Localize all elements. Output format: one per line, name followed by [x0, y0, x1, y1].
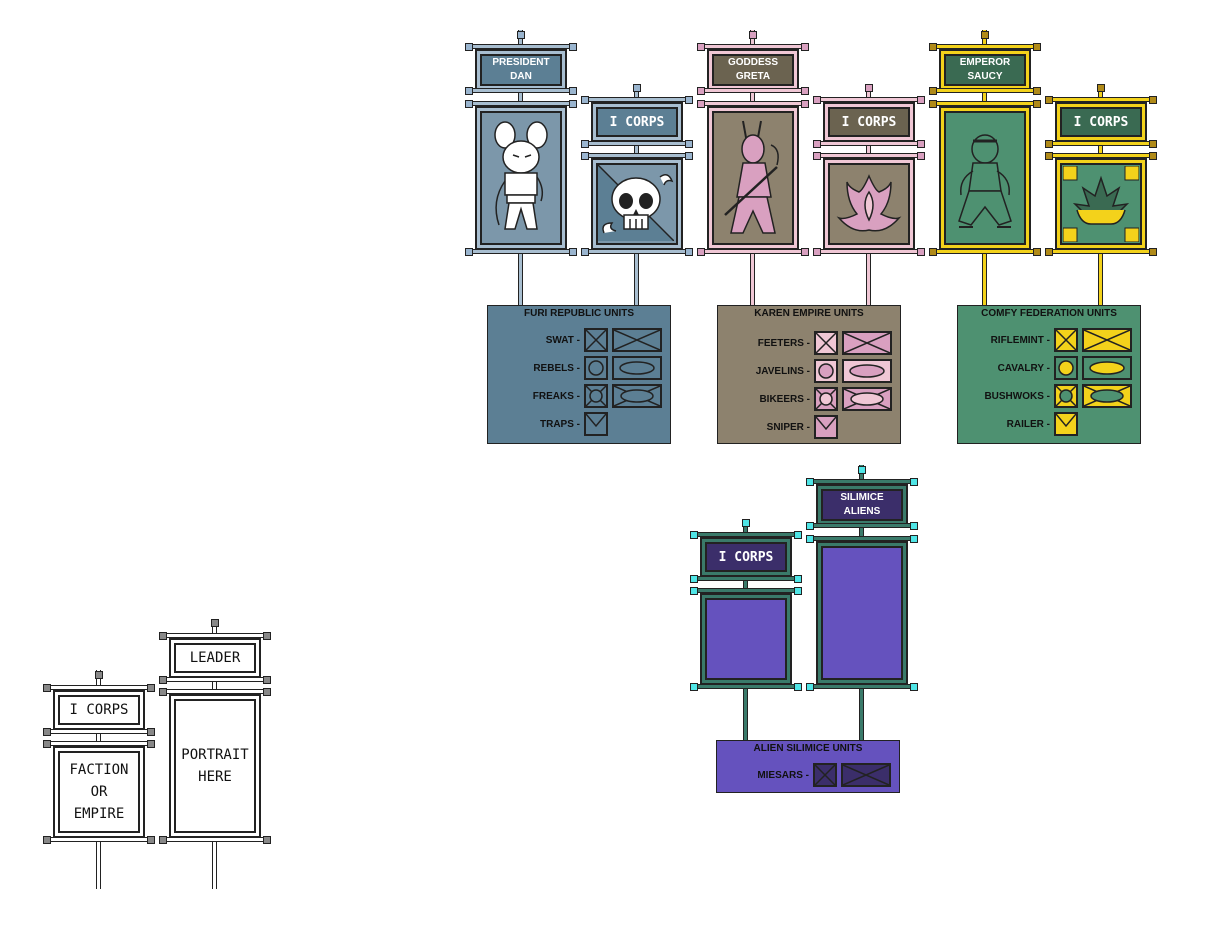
list-item: REBELS - [488, 356, 662, 380]
furi-units-title: FURI REPUBLIC UNITS [524, 308, 634, 319]
infantry-cross-icon [814, 331, 838, 355]
alien-leader-line2: ALIENS [843, 506, 881, 517]
list-item: CAVALRY - [958, 356, 1132, 380]
unit-label: BIKEERS - [759, 393, 810, 405]
unit-label: JAVELINS - [755, 365, 810, 377]
infantry-cross-icon [842, 331, 892, 355]
alien-leader-line1: SILIMICE [840, 492, 884, 503]
list-item: TRAPS - [488, 412, 612, 436]
comfy-leader-line1: EMPEROR [959, 57, 1011, 68]
infantry-cross-icon [612, 328, 662, 352]
list-item: RAILER - [958, 412, 1082, 436]
unit-label: REBELS - [533, 362, 580, 374]
list-item: MIESARS - [717, 763, 891, 787]
antelope-leader-icon [724, 120, 779, 234]
alien-corps-title: I CORPS [718, 549, 774, 565]
cavalry-circle-icon [612, 356, 662, 380]
furi-corps-title: I CORPS [609, 114, 665, 130]
template-corps-title: I CORPS [69, 702, 129, 718]
unit-label: TRAPS - [540, 418, 580, 430]
special-starburst-icon [842, 387, 892, 411]
cavalry-circle-icon [1054, 356, 1078, 380]
list-item: BUSHWOKS - [958, 384, 1132, 408]
karen-leader-line2: GRETA [735, 71, 771, 82]
unit-label: RAILER - [1006, 418, 1050, 430]
alien-units-title: ALIEN SILIMICE UNITS [753, 743, 863, 754]
unit-label: CAVALRY - [997, 362, 1050, 374]
unit-label: RIFLEMINT - [990, 334, 1050, 346]
unit-label: MIESARS - [757, 769, 809, 781]
list-item: SNIPER - [718, 415, 842, 439]
template-faction-line3: EMPIRE [73, 806, 125, 822]
comfy-units-title: COMFY FEDERATION UNITS [981, 308, 1117, 319]
unit-label: BUSHWOKS - [984, 390, 1050, 402]
infantry-cross-icon [813, 763, 837, 787]
skull-icon [598, 165, 674, 241]
unit-label: FEETERS - [757, 337, 810, 349]
leaf-crest-icon [1063, 166, 1139, 242]
comfy-units-panel: COMFY FEDERATION UNITS RIFLEMINT - CAVAL… [957, 305, 1141, 444]
furi-leader-line2: DAN [510, 71, 532, 82]
list-item: FREAKS - [488, 384, 662, 408]
infantry-cross-icon [1054, 328, 1078, 352]
comfy-corps-title: I CORPS [1073, 114, 1129, 130]
flame-icon [836, 174, 902, 232]
mouse-leader-icon [494, 121, 548, 230]
cavalry-circle-icon [814, 359, 838, 383]
special-starburst-icon [814, 387, 838, 411]
trap-v-icon [584, 412, 608, 436]
trap-v-icon [1054, 412, 1078, 436]
trap-v-icon [814, 415, 838, 439]
list-item: BIKEERS - [718, 387, 892, 411]
template-faction-line1: FACTION [69, 762, 129, 778]
unit-label: SNIPER - [766, 421, 810, 433]
template-portrait-line1: PORTRAIT [181, 747, 249, 763]
alien-units-panel: ALIEN SILIMICE UNITS MIESARS - [716, 740, 900, 793]
list-item: JAVELINS - [718, 359, 892, 383]
cavalry-circle-icon [1082, 356, 1132, 380]
template-portrait-line2: HERE [198, 769, 232, 785]
infantry-cross-icon [584, 328, 608, 352]
infantry-cross-icon [841, 763, 891, 787]
list-item: FEETERS - [718, 331, 892, 355]
frog-leader-icon [958, 134, 1012, 228]
special-starburst-icon [1082, 384, 1132, 408]
unit-label: FREAKS - [532, 390, 580, 402]
special-starburst-icon [612, 384, 662, 408]
furi-leader-line1: PRESIDENT [492, 57, 550, 68]
comfy-leader-line2: SAUCY [967, 71, 1003, 82]
list-item: RIFLEMINT - [958, 328, 1132, 352]
furi-units-panel: FURI REPUBLIC UNITS SWAT - REBELS - FREA… [487, 305, 671, 444]
special-starburst-icon [1054, 384, 1078, 408]
karen-corps-title: I CORPS [841, 114, 897, 130]
list-item: SWAT - [488, 328, 662, 352]
karen-leader-line1: GODDESS [727, 57, 778, 68]
cavalry-circle-icon [842, 359, 892, 383]
special-starburst-icon [584, 384, 608, 408]
unit-label: SWAT - [545, 334, 580, 346]
cavalry-circle-icon [584, 356, 608, 380]
infantry-cross-icon [1082, 328, 1132, 352]
karen-units-panel: KAREN EMPIRE UNITS FEETERS - JAVELINS - … [717, 305, 901, 444]
template-faction-line2: OR [90, 784, 108, 800]
template-leader-title: LEADER [189, 650, 241, 666]
karen-units-title: KAREN EMPIRE UNITS [754, 308, 864, 319]
